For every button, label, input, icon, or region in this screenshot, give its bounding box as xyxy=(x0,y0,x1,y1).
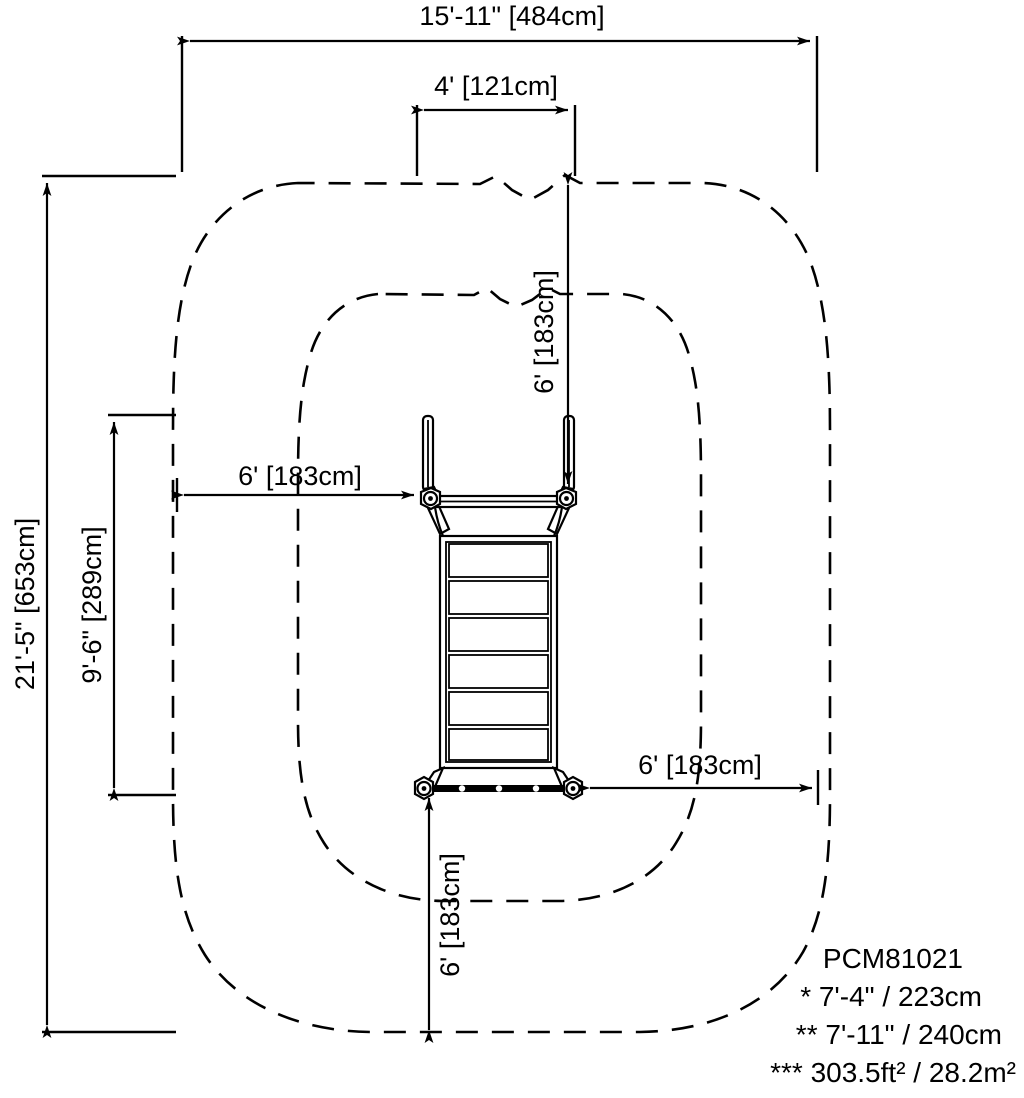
dimension-overall-width-label: 15'-11" [484cm] xyxy=(419,1,604,31)
hub-top-right xyxy=(555,486,578,511)
hub-bottom-left xyxy=(413,775,435,801)
safety-zone-inner xyxy=(296,286,703,903)
post-left xyxy=(421,414,435,493)
rail-top xyxy=(435,494,562,509)
frame-shoulder xyxy=(433,506,564,537)
dimension-clearance-top-label: 6' [183cm] xyxy=(529,270,559,394)
hub-top-left xyxy=(419,486,442,511)
notes-block: PCM81021 * 7'-4" / 223cm ** 7'-11" / 240… xyxy=(770,943,1016,1088)
dimension-clearance-bottom: 6' [183cm] xyxy=(424,798,465,1043)
safety-zone-outer xyxy=(171,173,832,1034)
dimension-clearance-right-label: 6' [183cm] xyxy=(638,750,762,780)
note-model-number: PCM81021 xyxy=(823,943,963,974)
rail-bottom xyxy=(425,785,573,792)
note-line-2: ** 7'-11" / 240cm xyxy=(796,1019,1002,1050)
dimension-clearance-bottom-label: 6' [183cm] xyxy=(435,853,465,977)
note-line-3: *** 303.5ft² / 28.2m² xyxy=(770,1057,1016,1088)
hub-bottom-right xyxy=(562,775,584,801)
dimension-structure-width: 4' [121cm] xyxy=(411,71,577,176)
ladder-frame xyxy=(438,534,559,770)
dimension-overall-height: 21'-5" [653cm] xyxy=(10,174,176,1038)
dimension-overall-width: 15'-11" [484cm] xyxy=(177,1,819,172)
playground-equipment xyxy=(413,414,584,801)
ladder-rungs xyxy=(448,543,549,761)
dimension-clearance-right: 6' [183cm] xyxy=(577,750,820,805)
dimension-clearance-top: 6' [183cm] xyxy=(529,172,573,484)
dimension-structure-width-label: 4' [121cm] xyxy=(434,71,558,101)
dimension-structure-height: 9'-6" [289cm] xyxy=(77,413,176,801)
dimension-overall-height-label: 21'-5" [653cm] xyxy=(10,518,40,690)
dimension-clearance-left: 6' [183cm] xyxy=(171,461,414,512)
dimension-structure-height-label: 9'-6" [289cm] xyxy=(77,526,107,683)
dimension-clearance-left-label: 6' [183cm] xyxy=(238,461,362,491)
note-line-1: * 7'-4" / 223cm xyxy=(800,981,982,1012)
